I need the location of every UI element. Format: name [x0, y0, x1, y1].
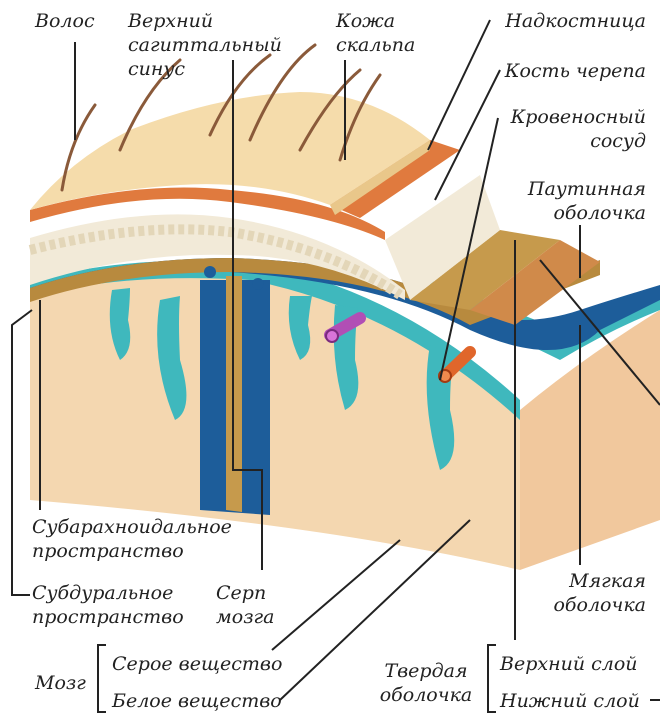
pia-label-1: Мягкая [569, 570, 646, 593]
sagittal-sinus-right [252, 278, 264, 290]
subarachnoid-label-2: пространство [32, 540, 184, 563]
arachnoid-label-2: оболочка [553, 202, 646, 225]
falx-label-1: Серп [216, 582, 266, 605]
subarachnoid-label-1: Субарахноидальное [32, 516, 232, 539]
falx-label-2: мозга [216, 606, 274, 629]
scalp-label-1: Кожа [336, 10, 395, 33]
sagittal-sinus-left [204, 266, 216, 278]
white-matter-label: Белое вещество [112, 690, 282, 713]
hair-label: Волос [35, 10, 95, 33]
dura-label-2: оболочка [378, 684, 474, 707]
blood-vessel-label-1: Кровеносный [511, 106, 646, 129]
dura-lower-layer-label: Нижний слой [500, 690, 640, 713]
scalp-label-2: скальпа [336, 34, 415, 57]
subdural-label-2: пространство [32, 606, 184, 629]
gray-matter-label: Серое вещество [112, 653, 282, 676]
sagittal-sinus-label-3: синус [128, 58, 185, 81]
subdural-label-1: Субдуральное [32, 582, 173, 605]
sagittal-sinus-label-2: сагиттальный [128, 34, 282, 57]
brain-label: Мозг [35, 672, 86, 695]
skull-label: Кость черепа [505, 60, 646, 83]
dura-upper-layer-label: Верхний слой [500, 653, 638, 676]
arachnoid-label-1: Паутинная [528, 178, 646, 201]
periosteum-label: Надкостница [505, 10, 646, 33]
dura-label-1: Твердая [378, 660, 474, 683]
sagittal-sinus-label-1: Верхний [128, 10, 213, 33]
pia-label-2: оболочка [553, 594, 646, 617]
blood-vessel-label-2: сосуд [590, 130, 646, 153]
